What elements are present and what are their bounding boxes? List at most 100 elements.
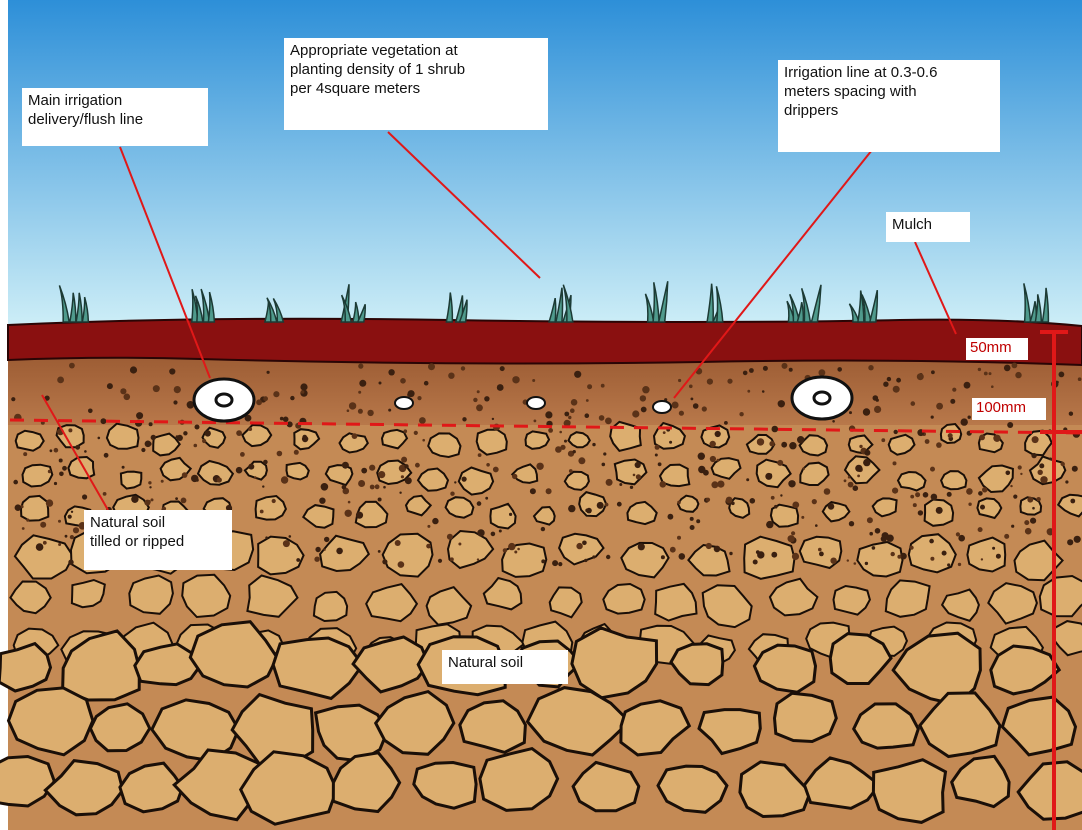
pebble xyxy=(369,465,375,471)
pebble xyxy=(558,562,562,566)
pebble xyxy=(196,479,199,482)
pebble xyxy=(715,431,721,437)
pebble xyxy=(1069,412,1073,416)
pebble xyxy=(996,554,1001,559)
rock xyxy=(941,471,966,489)
pebble xyxy=(958,535,965,542)
pebble xyxy=(617,502,622,507)
pebble xyxy=(68,515,72,519)
pebble xyxy=(65,535,68,538)
pebble xyxy=(314,557,319,562)
pebble xyxy=(571,399,578,406)
pebble xyxy=(782,363,788,369)
pebble xyxy=(70,535,74,539)
pebble xyxy=(769,441,774,446)
pebble xyxy=(677,501,681,505)
pebble xyxy=(989,372,992,375)
pebble xyxy=(923,492,929,498)
pebble xyxy=(296,558,300,562)
pebble xyxy=(894,430,898,434)
label-vegetation: Appropriate vegetation at planting densi… xyxy=(284,38,548,130)
pebble xyxy=(788,535,795,542)
mulch-layer xyxy=(8,319,1082,365)
pebble xyxy=(1061,462,1065,466)
pebble xyxy=(893,386,900,393)
rock xyxy=(898,472,926,491)
pebble xyxy=(743,371,748,376)
pebble xyxy=(477,529,484,536)
pebble xyxy=(936,442,942,448)
pebble xyxy=(848,482,854,488)
pebble xyxy=(378,498,382,502)
pebble xyxy=(388,369,394,375)
pebble xyxy=(400,378,406,384)
pebble xyxy=(568,416,571,419)
pebble xyxy=(256,399,262,405)
pebble xyxy=(236,467,243,474)
pebble xyxy=(992,547,995,550)
pebble xyxy=(948,433,953,438)
pebble xyxy=(592,555,595,558)
pebble xyxy=(383,486,386,489)
pebble xyxy=(771,496,775,500)
pebble xyxy=(942,551,947,556)
rock xyxy=(256,496,286,520)
pebble xyxy=(642,386,649,393)
pebble xyxy=(426,544,431,549)
pebble xyxy=(668,514,674,520)
pebble xyxy=(778,400,785,407)
pebble xyxy=(174,386,181,393)
pebble xyxy=(868,365,873,370)
pebble xyxy=(478,453,482,457)
pebble xyxy=(690,525,695,530)
pebble xyxy=(717,481,724,488)
pebble xyxy=(698,453,705,460)
pebble xyxy=(802,467,805,470)
pebble xyxy=(399,492,401,494)
pebble xyxy=(319,498,325,504)
pebble xyxy=(824,488,831,495)
pebble xyxy=(661,555,665,559)
rock xyxy=(565,472,589,490)
pebble xyxy=(404,429,408,433)
pebble xyxy=(771,552,777,558)
pebble xyxy=(1004,534,1009,539)
pebble xyxy=(729,552,732,555)
pebble xyxy=(772,426,779,433)
pebble xyxy=(632,410,639,417)
pebble xyxy=(98,437,101,440)
pebble xyxy=(602,463,606,467)
pebble xyxy=(277,451,283,457)
pebble xyxy=(931,494,938,501)
pebble xyxy=(69,363,75,369)
pebble xyxy=(991,385,994,388)
pebble xyxy=(13,480,18,485)
pebble xyxy=(869,532,873,536)
pebble xyxy=(964,382,971,389)
pebble xyxy=(22,527,25,530)
pebble xyxy=(587,384,592,389)
pebble xyxy=(532,379,535,382)
pebble xyxy=(711,481,718,488)
pebble xyxy=(294,450,299,455)
pebble xyxy=(679,411,684,416)
pebble xyxy=(1040,476,1047,483)
pebble xyxy=(867,517,873,523)
pebble xyxy=(477,558,479,560)
pebble xyxy=(757,551,764,558)
pebble xyxy=(169,368,175,374)
pebble xyxy=(176,435,179,438)
pebble xyxy=(263,396,268,401)
pebble xyxy=(514,551,517,554)
pebble xyxy=(153,385,160,392)
pebble xyxy=(388,409,391,412)
pebble xyxy=(633,474,636,477)
pebble xyxy=(853,485,859,491)
pebble xyxy=(844,479,847,482)
pebble xyxy=(348,501,351,504)
pebble xyxy=(918,510,923,515)
pebble xyxy=(131,496,138,503)
pebble xyxy=(1036,497,1040,501)
pebble xyxy=(352,433,358,439)
pebble xyxy=(812,499,817,504)
